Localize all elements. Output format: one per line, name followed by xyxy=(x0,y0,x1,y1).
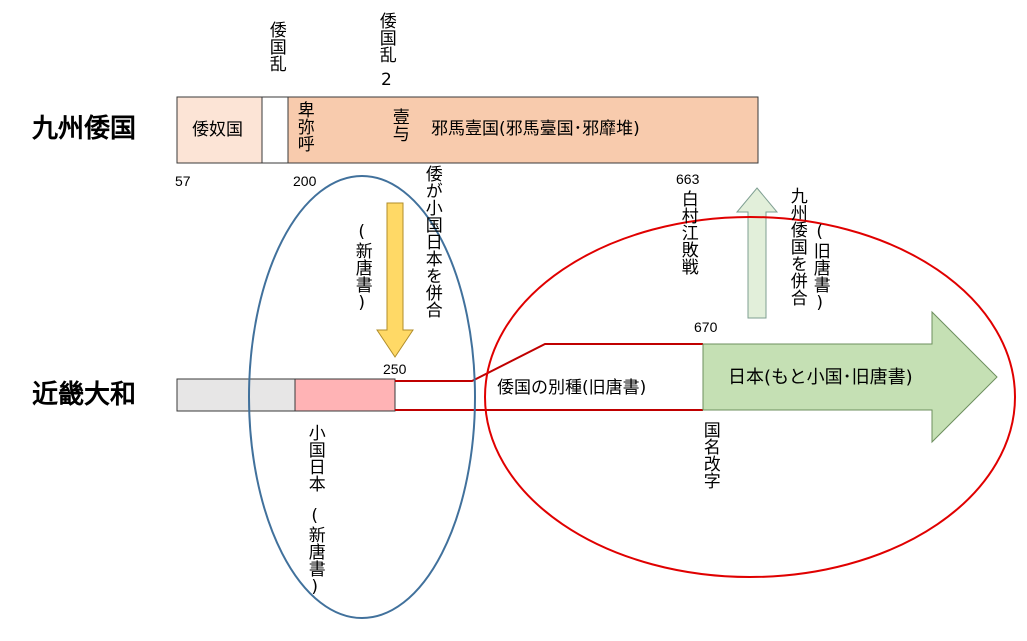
blue-ellipse xyxy=(248,175,476,619)
betsushu-outline-top xyxy=(395,343,703,382)
wanu-bar xyxy=(176,96,263,164)
nihon-arrow xyxy=(702,310,998,444)
waran-gap-bar xyxy=(261,96,289,164)
red-ellipse xyxy=(484,216,1016,578)
kinki-gray-bar xyxy=(176,378,296,412)
green-up-arrow xyxy=(735,187,779,319)
yellow-down-arrow xyxy=(376,202,414,358)
yamaichi-bar xyxy=(287,96,759,164)
small-japan-bar xyxy=(294,378,396,412)
